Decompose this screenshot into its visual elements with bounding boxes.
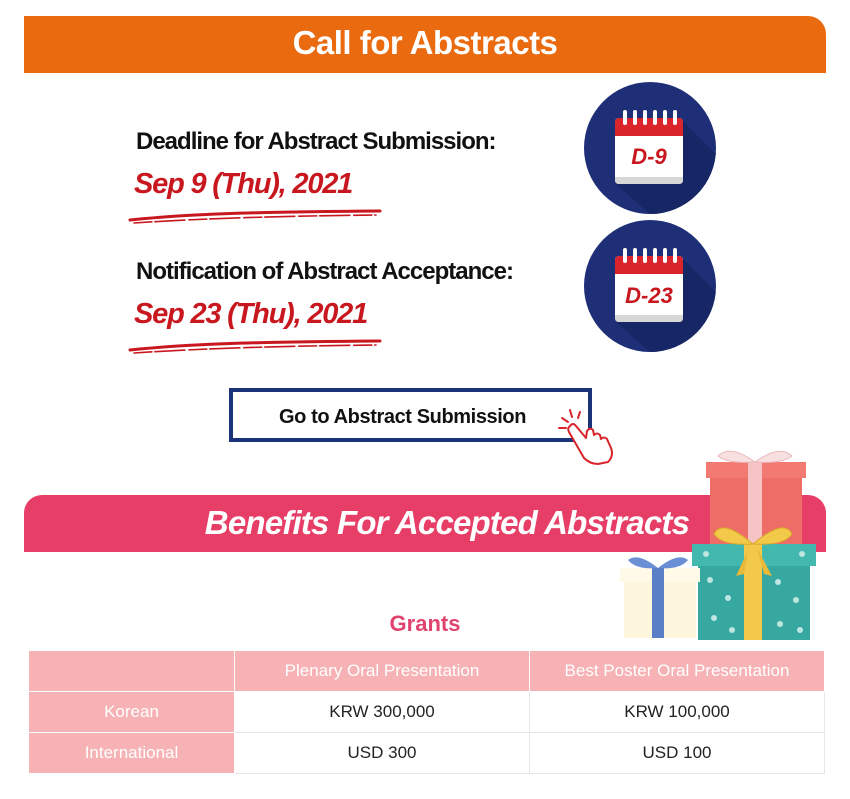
go-to-abstract-submission-button[interactable]: Go to Abstract Submission [229,388,592,442]
table-cell: USD 100 [529,732,825,774]
table-row: Korean KRW 300,000 KRW 100,000 [28,691,825,733]
calendar-icon [584,82,716,214]
table-cell: KRW 300,000 [234,691,530,733]
deadline-label: Deadline for Abstract Submission: [136,128,497,155]
table-header-cell: Best Poster Oral Presentation [529,650,825,692]
notification-dday: D-23 [625,283,673,308]
deadline-dday: D-9 [631,144,667,169]
grants-table: Plenary Oral Presentation Best Poster Or… [28,650,825,774]
table-row: International USD 300 USD 100 [28,732,825,774]
deadline-date: Sep 9 (Thu), 2021 [134,168,353,200]
notification-date: Sep 23 (Thu), 2021 [134,298,368,330]
row-label-cell: International [28,732,235,774]
gift-boxes-icon [620,450,816,640]
notification-underline [128,339,382,354]
submit-button-label: Go to Abstract Submission [279,406,527,428]
table-cell: KRW 100,000 [529,691,825,733]
call-for-abstracts-title: Call for Abstracts [292,24,558,61]
calendar-icon [584,220,716,352]
table-header-cell [28,650,235,692]
notification-label: Notification of Abstract Acceptance: [136,258,514,285]
table-header-row: Plenary Oral Presentation Best Poster Or… [28,650,825,692]
benefits-header: Benefits For Accepted Abstracts [24,495,826,552]
call-for-abstracts-header: Call for Abstracts [24,16,826,73]
deadline-underline [128,209,382,224]
row-label-cell: Korean [28,691,235,733]
pointing-hand-icon[interactable] [556,408,622,466]
benefits-title: Benefits For Accepted Abstracts [204,504,690,541]
table-header-cell: Plenary Oral Presentation [234,650,530,692]
table-cell: USD 300 [234,732,530,774]
grants-title: Grants [389,611,461,636]
